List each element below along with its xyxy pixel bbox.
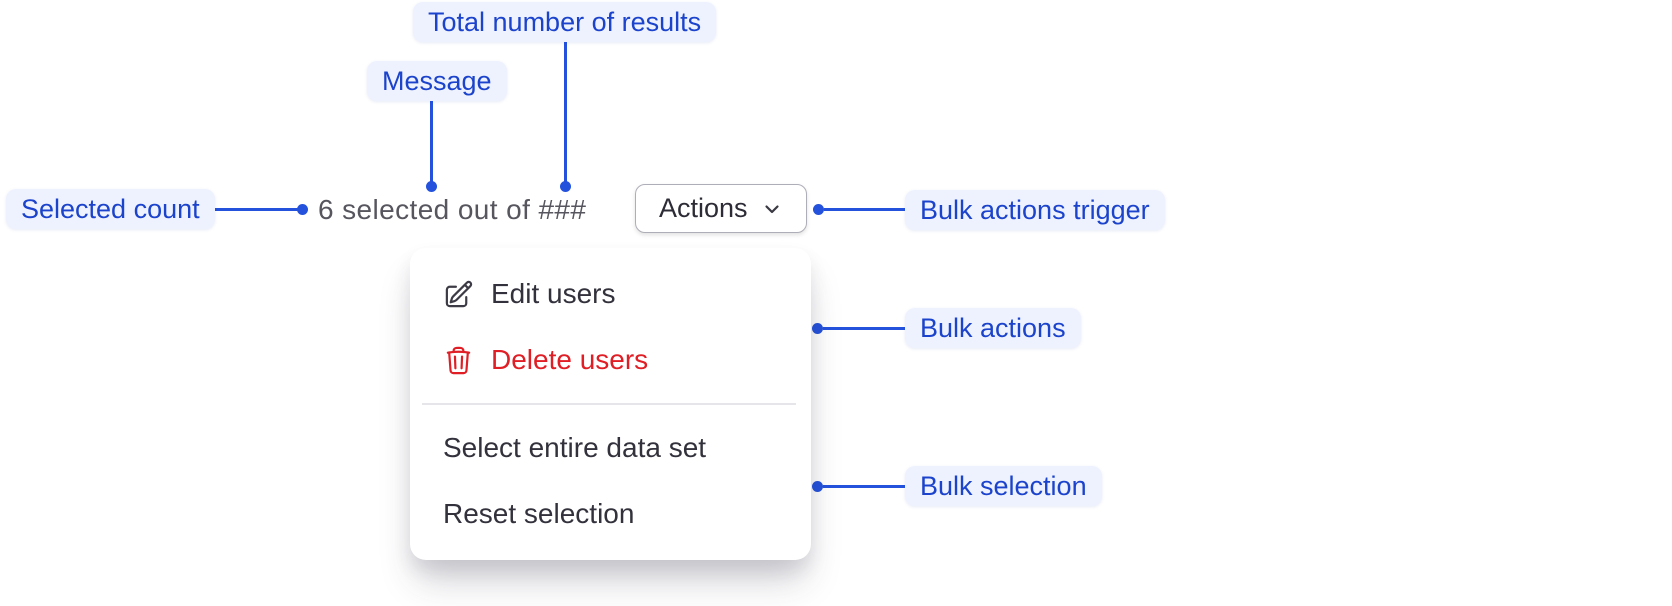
- menu-item-label: Delete users: [491, 344, 649, 375]
- connector-dot-bulk-actions-trigger: [813, 204, 824, 215]
- connector-line-bulk-actions: [823, 327, 905, 330]
- annotation-bulk-actions: Bulk actions: [905, 308, 1081, 348]
- menu-item-label: Edit users: [491, 278, 616, 309]
- annotation-bulk-actions-trigger: Bulk actions trigger: [905, 190, 1165, 230]
- bulk-actions-menu: Edit users Delete users Select entire da…: [410, 248, 811, 560]
- annotation-bulk-selection: Bulk selection: [905, 466, 1102, 506]
- menu-item-select-entire-data-set[interactable]: Select entire data set: [410, 415, 811, 481]
- menu-item-reset-selection[interactable]: Reset selection: [410, 481, 811, 547]
- selection-count-message: 6 selected out of ###: [318, 194, 587, 225]
- menu-item-label: Select entire data set: [443, 432, 707, 463]
- connector-line-bulk-actions-trigger: [824, 208, 905, 211]
- trash-icon: [443, 345, 474, 376]
- connector-line-bulk-selection: [823, 485, 905, 488]
- menu-divider: [422, 403, 796, 405]
- bulk-actions-trigger-button[interactable]: Actions: [635, 184, 807, 233]
- connector-dot-bulk-actions: [812, 323, 823, 334]
- connector-line-message: [430, 100, 433, 182]
- connector-line-selected-count: [214, 208, 298, 211]
- connector-dot-total-results: [560, 181, 571, 192]
- connector-dot-selected-count: [297, 204, 308, 215]
- annotation-message: Message: [367, 61, 507, 101]
- annotation-total-results: Total number of results: [413, 2, 717, 42]
- menu-item-edit-users[interactable]: Edit users: [410, 261, 811, 327]
- chevron-down-icon: [761, 198, 783, 220]
- actions-button-label: Actions: [659, 193, 748, 223]
- connector-dot-bulk-selection: [812, 481, 823, 492]
- pencil-square-icon: [443, 279, 474, 310]
- annotation-selected-count: Selected count: [6, 189, 215, 229]
- menu-item-label: Reset selection: [443, 498, 635, 529]
- connector-line-total-results: [564, 39, 567, 182]
- menu-item-delete-users[interactable]: Delete users: [410, 327, 811, 393]
- connector-dot-message: [426, 181, 437, 192]
